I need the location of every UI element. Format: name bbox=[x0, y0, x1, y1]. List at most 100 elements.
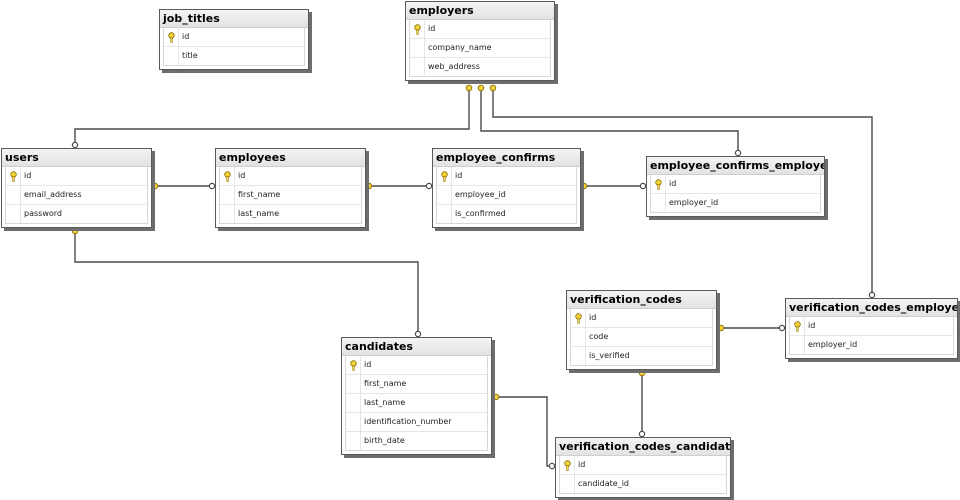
row-selector bbox=[571, 309, 586, 327]
column-row[interactable]: id bbox=[571, 309, 712, 328]
row-selector bbox=[410, 39, 425, 57]
table-title[interactable]: employee_confirms_employers bbox=[647, 157, 824, 175]
table-title[interactable]: employee_confirms bbox=[433, 149, 580, 167]
column-name: id bbox=[24, 171, 32, 180]
column-row[interactable]: password bbox=[6, 205, 147, 223]
column-row[interactable]: candidate_id bbox=[560, 475, 726, 493]
column-row[interactable]: id bbox=[6, 167, 147, 186]
row-selector bbox=[346, 432, 361, 450]
primary-key-icon bbox=[224, 171, 231, 182]
column-row[interactable]: first_name bbox=[220, 186, 361, 205]
column-name: last_name bbox=[238, 209, 280, 218]
primary-key-icon bbox=[168, 32, 175, 43]
column-row[interactable]: email_address bbox=[6, 186, 147, 205]
column-name: employer_id bbox=[808, 340, 858, 349]
row-selector bbox=[571, 328, 586, 346]
column-row[interactable]: title bbox=[164, 47, 304, 65]
row-selector bbox=[346, 394, 361, 412]
column-row[interactable]: code bbox=[571, 328, 712, 347]
column-row[interactable]: last_name bbox=[220, 205, 361, 223]
column-name: is_verified bbox=[589, 351, 630, 360]
table-employers[interactable]: employers id company_name web_address bbox=[405, 1, 555, 81]
column-row[interactable]: id bbox=[790, 317, 953, 336]
row-selector bbox=[437, 205, 452, 223]
column-name: identification_number bbox=[364, 417, 452, 426]
column-row[interactable]: id bbox=[560, 456, 726, 475]
row-selector bbox=[560, 475, 575, 493]
many-end-icon bbox=[778, 324, 786, 332]
row-selector bbox=[346, 413, 361, 431]
column-row[interactable]: employee_id bbox=[437, 186, 576, 205]
table-title[interactable]: verification_codes bbox=[567, 291, 716, 309]
column-row[interactable]: id bbox=[220, 167, 361, 186]
column-list: id first_name last_name bbox=[219, 167, 362, 224]
column-row[interactable]: employer_id bbox=[651, 194, 820, 212]
column-row[interactable]: last_name bbox=[346, 394, 487, 413]
relationship-line-verification-codes-candidates-to-candidates bbox=[496, 396, 552, 467]
column-name: id bbox=[669, 179, 677, 188]
many-end-icon bbox=[548, 462, 556, 470]
table-candidates[interactable]: candidates id first_name last_name identific… bbox=[341, 337, 492, 455]
many-end-icon bbox=[425, 182, 433, 190]
column-name: employer_id bbox=[669, 198, 719, 207]
table-title[interactable]: users bbox=[2, 149, 151, 167]
column-list: id first_name last_name identification_numb… bbox=[345, 356, 488, 451]
column-row[interactable]: id bbox=[164, 28, 304, 47]
table-title[interactable]: job_titles bbox=[160, 10, 308, 28]
many-end-icon bbox=[414, 330, 422, 338]
table-title[interactable]: employers bbox=[406, 2, 554, 20]
table-title[interactable]: verification_codes_candidates bbox=[556, 438, 730, 456]
table-title[interactable]: verification_codes_employers bbox=[786, 299, 957, 317]
column-name: last_name bbox=[364, 398, 406, 407]
column-row[interactable]: birth_date bbox=[346, 432, 487, 450]
row-selector bbox=[410, 58, 425, 76]
column-row[interactable]: is_verified bbox=[571, 347, 712, 365]
row-selector bbox=[220, 205, 235, 223]
relationship-line-employee-confirms-employers-to-employers bbox=[480, 88, 739, 153]
primary-key-icon bbox=[414, 24, 421, 35]
row-selector bbox=[560, 456, 575, 474]
column-row[interactable]: web_address bbox=[410, 58, 550, 76]
row-selector bbox=[6, 167, 21, 185]
row-selector bbox=[346, 375, 361, 393]
column-row[interactable]: id bbox=[651, 175, 820, 194]
column-name: birth_date bbox=[364, 436, 405, 445]
column-row[interactable]: id bbox=[437, 167, 576, 186]
many-end-icon bbox=[208, 182, 216, 190]
column-row[interactable]: id bbox=[346, 356, 487, 375]
one-end-key-icon bbox=[638, 369, 646, 377]
column-name: first_name bbox=[238, 190, 281, 199]
relationship-line-verification-codes-employers-to-employers bbox=[492, 88, 873, 295]
column-name: id bbox=[808, 321, 816, 330]
column-name: company_name bbox=[428, 43, 492, 52]
row-selector bbox=[346, 356, 361, 374]
column-name: id bbox=[364, 360, 372, 369]
column-row[interactable]: company_name bbox=[410, 39, 550, 58]
column-name: id bbox=[428, 24, 436, 33]
row-selector bbox=[571, 347, 586, 365]
table-title[interactable]: candidates bbox=[342, 338, 491, 356]
one-end-key-icon bbox=[365, 182, 373, 190]
primary-key-icon bbox=[441, 171, 448, 182]
column-row[interactable]: first_name bbox=[346, 375, 487, 394]
column-row[interactable]: is_confirmed bbox=[437, 205, 576, 223]
table-title[interactable]: employees bbox=[216, 149, 365, 167]
column-row[interactable]: employer_id bbox=[790, 336, 953, 354]
column-list: id employer_id bbox=[650, 175, 821, 213]
column-row[interactable]: id bbox=[410, 20, 550, 39]
column-name: title bbox=[182, 51, 198, 60]
row-selector bbox=[651, 175, 666, 193]
column-row[interactable]: identification_number bbox=[346, 413, 487, 432]
